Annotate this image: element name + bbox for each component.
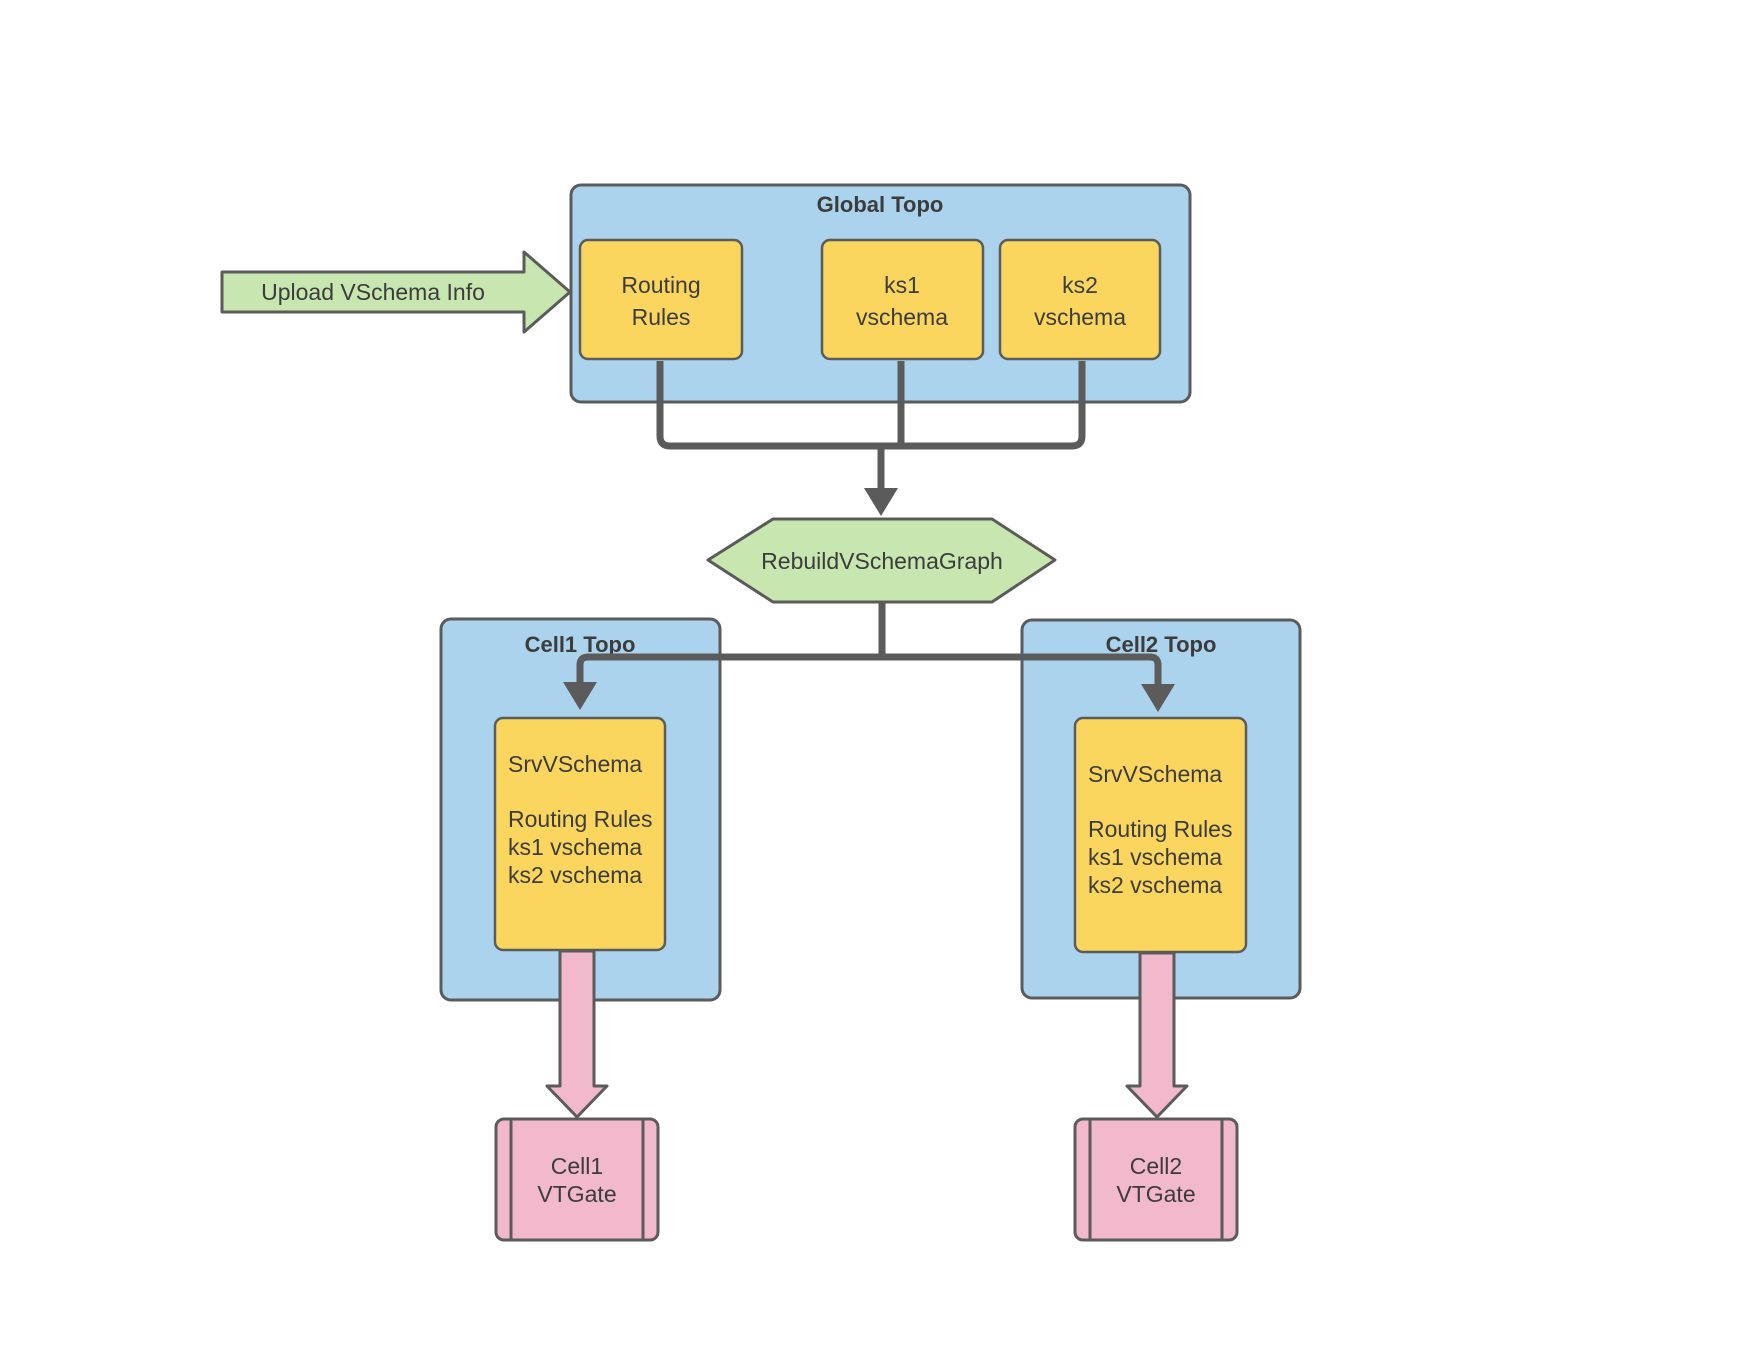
- cell2-vtgate-node: [1073, 1117, 1239, 1242]
- cell2-srvvschema-line1: SrvVSchema: [1088, 761, 1222, 787]
- cell2-flow-arrow: [1125, 951, 1189, 1119]
- cell1-srvvschema-line3: ks1 vschema: [508, 834, 642, 860]
- ks1-vschema-node: [820, 238, 985, 361]
- connector-rebuild-to-cells: [576, 653, 1162, 686]
- cell1-vtgate-label-line1: Cell1: [551, 1153, 603, 1179]
- ks1-vschema-label-line2: vschema: [856, 304, 948, 330]
- cell2-srvvschema-line4: ks2 vschema: [1088, 872, 1222, 898]
- cell2-vtgate-label-line1: Cell2: [1130, 1153, 1182, 1179]
- cell2-srvvschema-line3: ks1 vschema: [1088, 844, 1222, 870]
- cell2-topo-title: Cell2 Topo: [1106, 632, 1217, 657]
- rebuild-vschema-hexagon: [706, 517, 1057, 604]
- ks1-vschema-label-line1: ks1: [884, 272, 920, 298]
- cell1-topo-title: Cell1 Topo: [525, 632, 636, 657]
- cell1-vtgate-label-line2: VTGate: [537, 1181, 616, 1207]
- ks2-vschema-node: [998, 238, 1162, 361]
- arrowhead-to-cell2-srvvschema: [1141, 684, 1175, 712]
- cell2-srvvschema-line2: Routing Rules: [1088, 816, 1232, 842]
- arrowhead-to-rebuild: [864, 488, 898, 516]
- routing-rules-node: [578, 238, 744, 361]
- routing-rules-label-line1: Routing: [621, 272, 700, 298]
- cell1-srvvschema-line4: ks2 vschema: [508, 862, 642, 888]
- global-topo-title: Global Topo: [817, 192, 944, 217]
- cell1-vtgate-node: [494, 1117, 660, 1242]
- ks2-vschema-label-line2: vschema: [1034, 304, 1126, 330]
- cell2-vtgate-label-line2: VTGate: [1116, 1181, 1195, 1207]
- connector-bracket-global: [656, 361, 1086, 450]
- ks2-vschema-label-line1: ks2: [1062, 272, 1098, 298]
- rebuild-vschema-label: RebuildVSchemaGraph: [761, 548, 1003, 574]
- upload-vschema-arrow-label: Upload VSchema Info: [261, 279, 485, 305]
- cell1-srvvschema-line2: Routing Rules: [508, 806, 652, 832]
- routing-rules-label-line2: Rules: [632, 304, 691, 330]
- upload-vschema-arrow: [220, 250, 572, 334]
- cell1-srvvschema-line1: SrvVSchema: [508, 751, 642, 777]
- cell1-flow-arrow: [545, 949, 609, 1119]
- arrowhead-to-cell1-srvvschema: [563, 682, 597, 710]
